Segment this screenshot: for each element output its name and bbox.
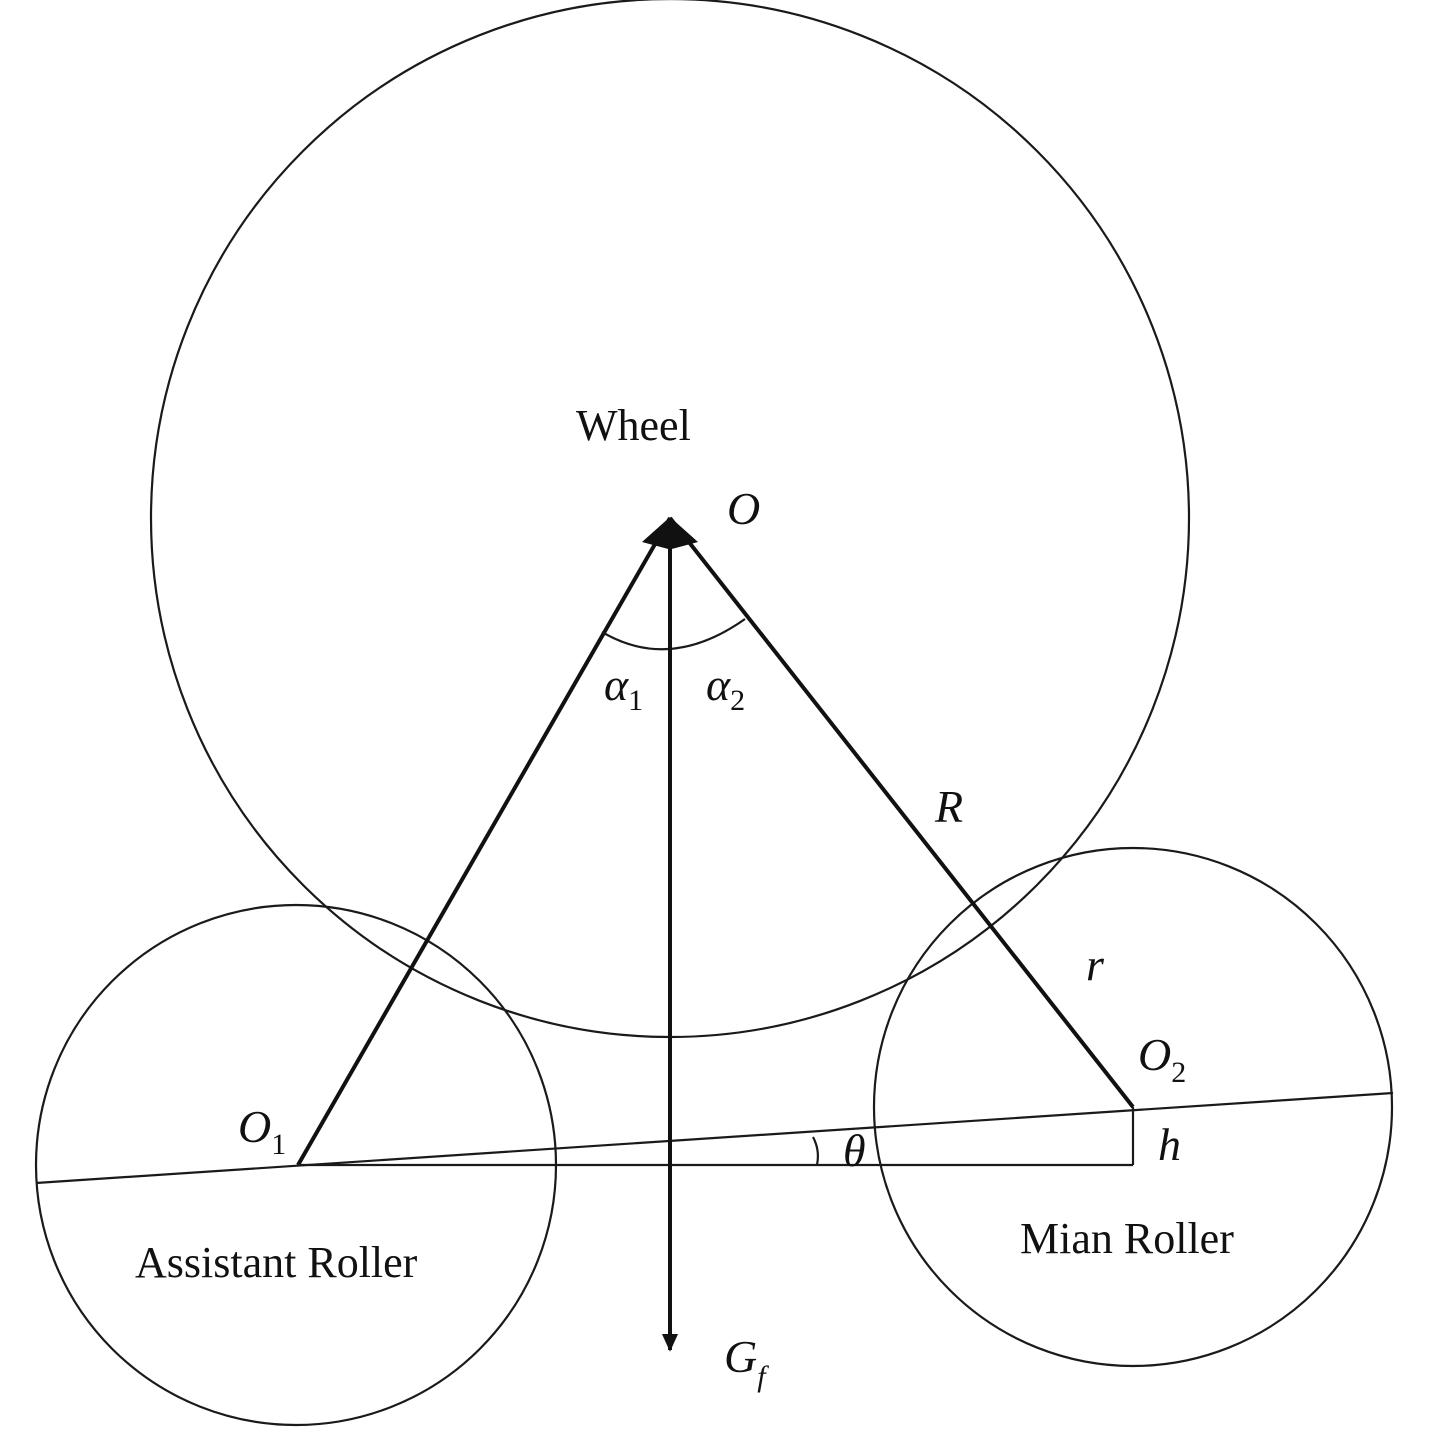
force-label: Gf <box>724 1331 769 1393</box>
o2-label: O2 <box>1138 1029 1186 1089</box>
alpha2-label: α2 <box>706 659 745 717</box>
alpha2-subscript: 2 <box>730 684 745 717</box>
line-o1-to-o <box>296 517 672 1166</box>
radius-small-label: r <box>1086 939 1105 990</box>
tilted-centerline <box>35 1091 1394 1185</box>
force-subscript: f <box>757 1360 769 1393</box>
theta-angle-arc <box>812 1136 819 1166</box>
o1-label: O1 <box>238 1101 286 1161</box>
assistant-roller-label: Assistant Roller <box>135 1238 418 1287</box>
o2-symbol: O <box>1138 1029 1171 1080</box>
line-o2-to-o <box>668 516 1135 1109</box>
radius-big-label: R <box>934 781 963 832</box>
center-o-label: O <box>727 483 760 534</box>
arrow-tip-up-right <box>668 517 698 550</box>
main-roller-label: Mian Roller <box>1020 1214 1234 1263</box>
height-label: h <box>1158 1119 1181 1170</box>
alpha1-label: α1 <box>604 659 643 717</box>
alpha1-subscript: 1 <box>628 684 643 717</box>
o1-symbol: O <box>238 1101 271 1152</box>
arrow-tip-up-left <box>642 517 672 550</box>
wheel-label: Wheel <box>576 401 691 450</box>
alpha-angle-arc <box>601 618 746 651</box>
theta-label: θ <box>843 1125 866 1176</box>
alpha1-symbol: α <box>604 659 629 710</box>
o1-subscript: 1 <box>271 1128 286 1161</box>
force-symbol: G <box>724 1331 757 1382</box>
alpha2-symbol: α <box>706 659 731 710</box>
main-roller-circle <box>872 846 1394 1368</box>
o2-subscript: 2 <box>1171 1056 1186 1089</box>
